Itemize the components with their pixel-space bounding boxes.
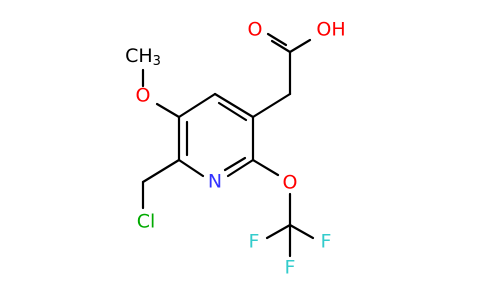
ring-bond-c3-c4 <box>177 92 217 119</box>
bond-carboxyl-c-oh <box>288 38 312 54</box>
methyl-subscript-text: 3 <box>153 54 161 69</box>
atom-fluorine-left: F <box>249 231 260 253</box>
atom-carboxyl-hydroxyl: OH <box>316 19 345 41</box>
atom-carbonyl-oxygen: O <box>248 19 263 41</box>
bond-cf3-f2 <box>288 223 315 240</box>
atom-fluorine-bottom: F <box>285 257 296 279</box>
atom-labels: N O CH3 O OH Cl O F F F <box>125 19 346 279</box>
substituents <box>141 32 315 258</box>
atom-methoxy-oxygen: O <box>136 85 151 107</box>
ring-bond-c6-n-inner <box>223 156 247 172</box>
atom-methoxy-methyl: CH3 <box>125 45 161 69</box>
bond-carboxyl-c-o-double-2 <box>266 32 288 47</box>
pyridine-ring <box>177 92 255 178</box>
atom-fluorine-right: F <box>321 231 332 253</box>
ring-bond-c4-c5 <box>213 92 255 119</box>
bond-c2-ch2cl <box>141 158 181 184</box>
bond-c6-ether-o <box>251 158 280 177</box>
methyl-ch-text: CH <box>125 45 153 67</box>
ring-bond-c4-c5-inner <box>217 101 248 122</box>
ring-bond-c6-n <box>226 158 255 178</box>
bond-carboxyl-c-o-double-1 <box>270 39 292 54</box>
ring-bond-n-c2 <box>177 158 205 178</box>
bond-c5-ch2 <box>251 92 292 119</box>
bond-c3-methoxy-o <box>155 102 181 119</box>
atom-ether-oxygen: O <box>283 172 298 194</box>
atom-ring-nitrogen: N <box>208 171 222 193</box>
atom-chlorine: Cl <box>137 211 156 233</box>
bond-cf3-f1 <box>265 223 292 240</box>
